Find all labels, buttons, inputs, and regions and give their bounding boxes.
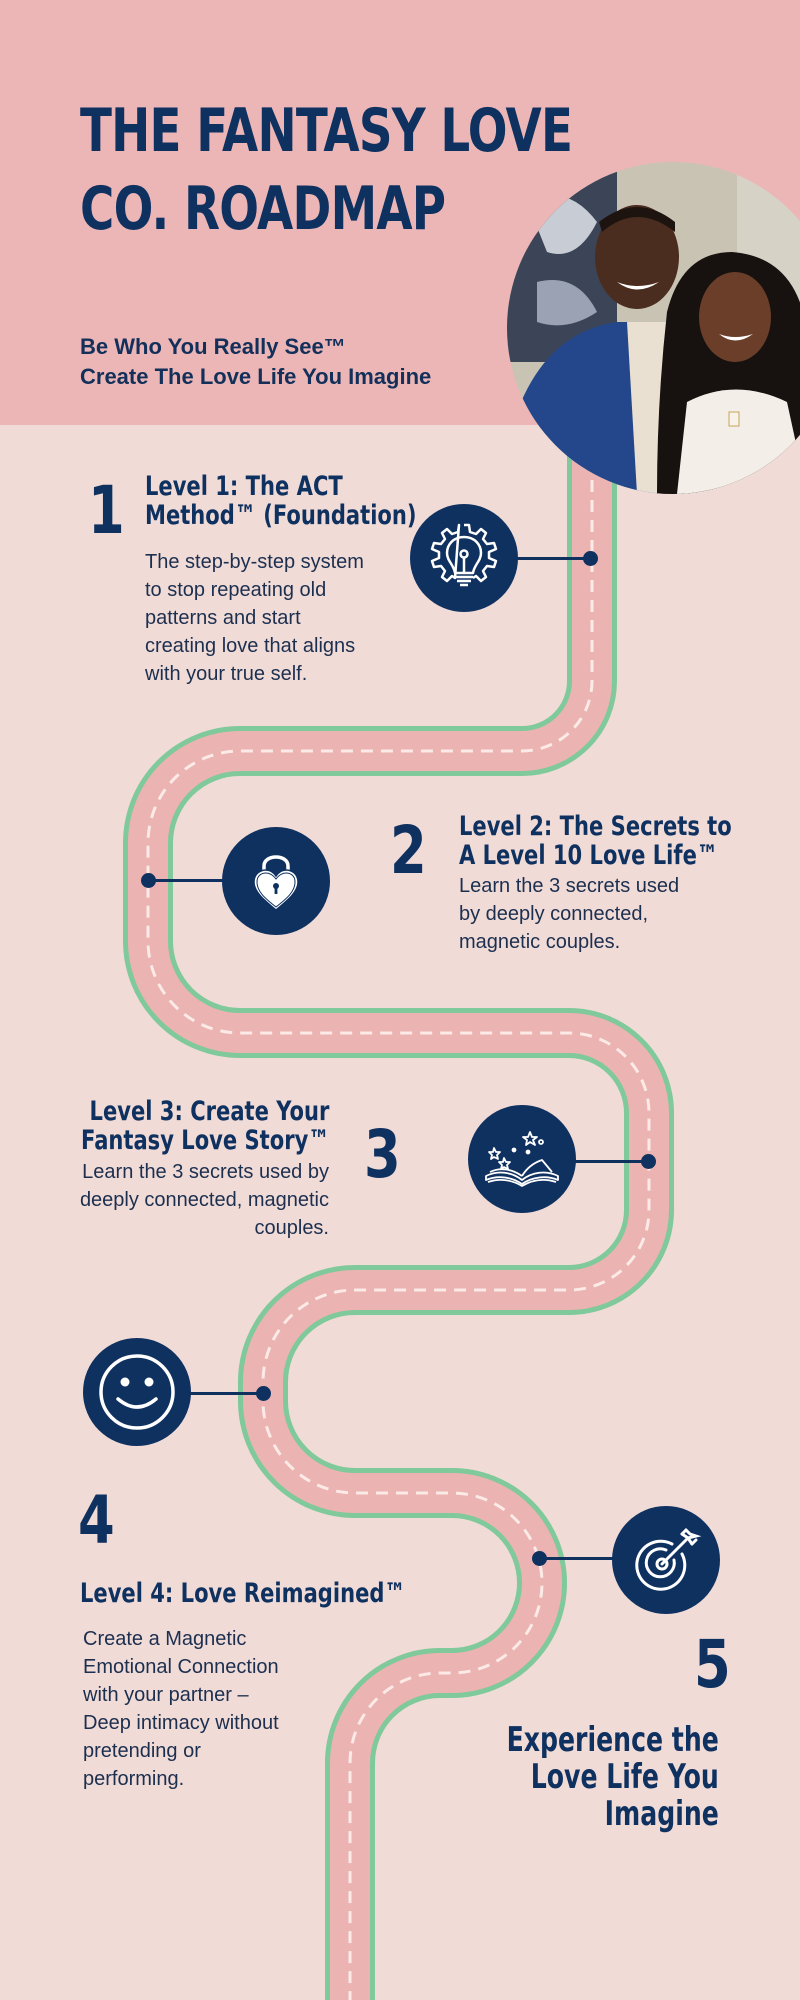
- description-line: to stop repeating old: [145, 579, 327, 601]
- level-5-connector: [539, 1557, 614, 1560]
- level-heading: Level 1: The ACT Method™ (Foundation): [145, 472, 417, 530]
- description-line: Learn the 3 secrets used by: [82, 1161, 329, 1183]
- description-line: Create a Magnetic: [83, 1628, 247, 1650]
- level-4-road-marker: [256, 1386, 271, 1401]
- smiley-face-icon: [99, 1354, 175, 1430]
- level-number: 2: [390, 812, 427, 889]
- description-line: Emotional Connection: [83, 1656, 279, 1678]
- final-heading-line: Experience the: [506, 1720, 719, 1760]
- description-line: deeply connected, magnetic: [79, 1189, 329, 1211]
- level-3-icon-badge: [468, 1105, 576, 1213]
- level-heading: Level 4: Love Reimagined™: [80, 1578, 406, 1609]
- level-number: 3: [364, 1116, 401, 1193]
- level-number: 4: [78, 1482, 115, 1559]
- final-heading-line: Love Life You: [530, 1757, 719, 1797]
- level-heading-line: Level 1: The ACT: [145, 471, 343, 502]
- lightbulb-gear-icon: [430, 523, 498, 587]
- level-heading-line: Level 2: The Secrets to: [459, 811, 732, 842]
- level-1-road-marker: [583, 551, 598, 566]
- level-1-connector: [516, 557, 592, 560]
- level-number: 5: [694, 1626, 731, 1703]
- level-number: 1: [88, 472, 125, 549]
- level-description: The step-by-step system to stop repeatin…: [145, 548, 405, 688]
- description-line: magnetic couples.: [459, 931, 621, 953]
- description-line: The step-by-step system: [145, 551, 364, 573]
- level-heading-line: Level 3: Create Your: [89, 1096, 329, 1127]
- level-2-icon-badge: [222, 827, 330, 935]
- level-description: Learn the 3 secrets used by deeply conne…: [459, 872, 739, 956]
- level-3-road-marker: [641, 1154, 656, 1169]
- level-description: Learn the 3 secrets used by deeply conne…: [29, 1158, 329, 1242]
- level-4-connector: [189, 1392, 265, 1395]
- tagline-line-2: Create The Love Life You Imagine: [80, 364, 432, 389]
- level-heading: Level 2: The Secrets to A Level 10 Love …: [459, 812, 732, 870]
- level-1-icon-badge: [410, 504, 518, 612]
- level-5-icon-badge: [612, 1506, 720, 1614]
- level-2-connector: [148, 879, 224, 882]
- description-line: with your true self.: [145, 663, 308, 685]
- description-line: patterns and start: [145, 607, 301, 629]
- tagline: Be Who You Really See™ Create The Love L…: [80, 332, 431, 392]
- description-line: creating love that aligns: [145, 635, 356, 657]
- description-line: performing.: [83, 1768, 185, 1790]
- description-line: Deep intimacy without: [83, 1712, 279, 1734]
- open-book-stars-icon: [485, 1131, 559, 1187]
- level-3-connector: [575, 1160, 650, 1163]
- level-heading-line: Method™ (Foundation): [145, 500, 417, 531]
- level-4-icon-badge: [83, 1338, 191, 1446]
- heart-padlock-icon: [253, 855, 299, 911]
- final-goal-heading: Experience the Love Life You Imagine: [507, 1722, 719, 1833]
- tagline-line-1: Be Who You Really See™: [80, 334, 346, 359]
- description-line: pretending or: [83, 1740, 201, 1762]
- description-line: couples.: [254, 1217, 330, 1239]
- level-heading-line: A Level 10 Love Life™: [459, 840, 718, 871]
- description-line: Learn the 3 secrets used: [459, 875, 680, 897]
- level-2-road-marker: [141, 873, 156, 888]
- page-title: THE FANTASY LOVE CO. ROADMAP: [80, 92, 573, 248]
- target-arrow-icon: [635, 1528, 702, 1591]
- description-line: by deeply connected,: [459, 903, 649, 925]
- level-heading-line: Fantasy Love Story™: [80, 1125, 329, 1156]
- level-heading: Level 3: Create Your Fantasy Love Story™: [81, 1097, 329, 1155]
- description-line: with your partner –: [83, 1684, 249, 1706]
- title-line-2: CO. ROADMAP: [80, 174, 446, 244]
- level-description: Create a Magnetic Emotional Connection w…: [83, 1625, 343, 1793]
- final-heading-line: Imagine: [604, 1794, 719, 1834]
- title-line-1: THE FANTASY LOVE: [80, 96, 573, 166]
